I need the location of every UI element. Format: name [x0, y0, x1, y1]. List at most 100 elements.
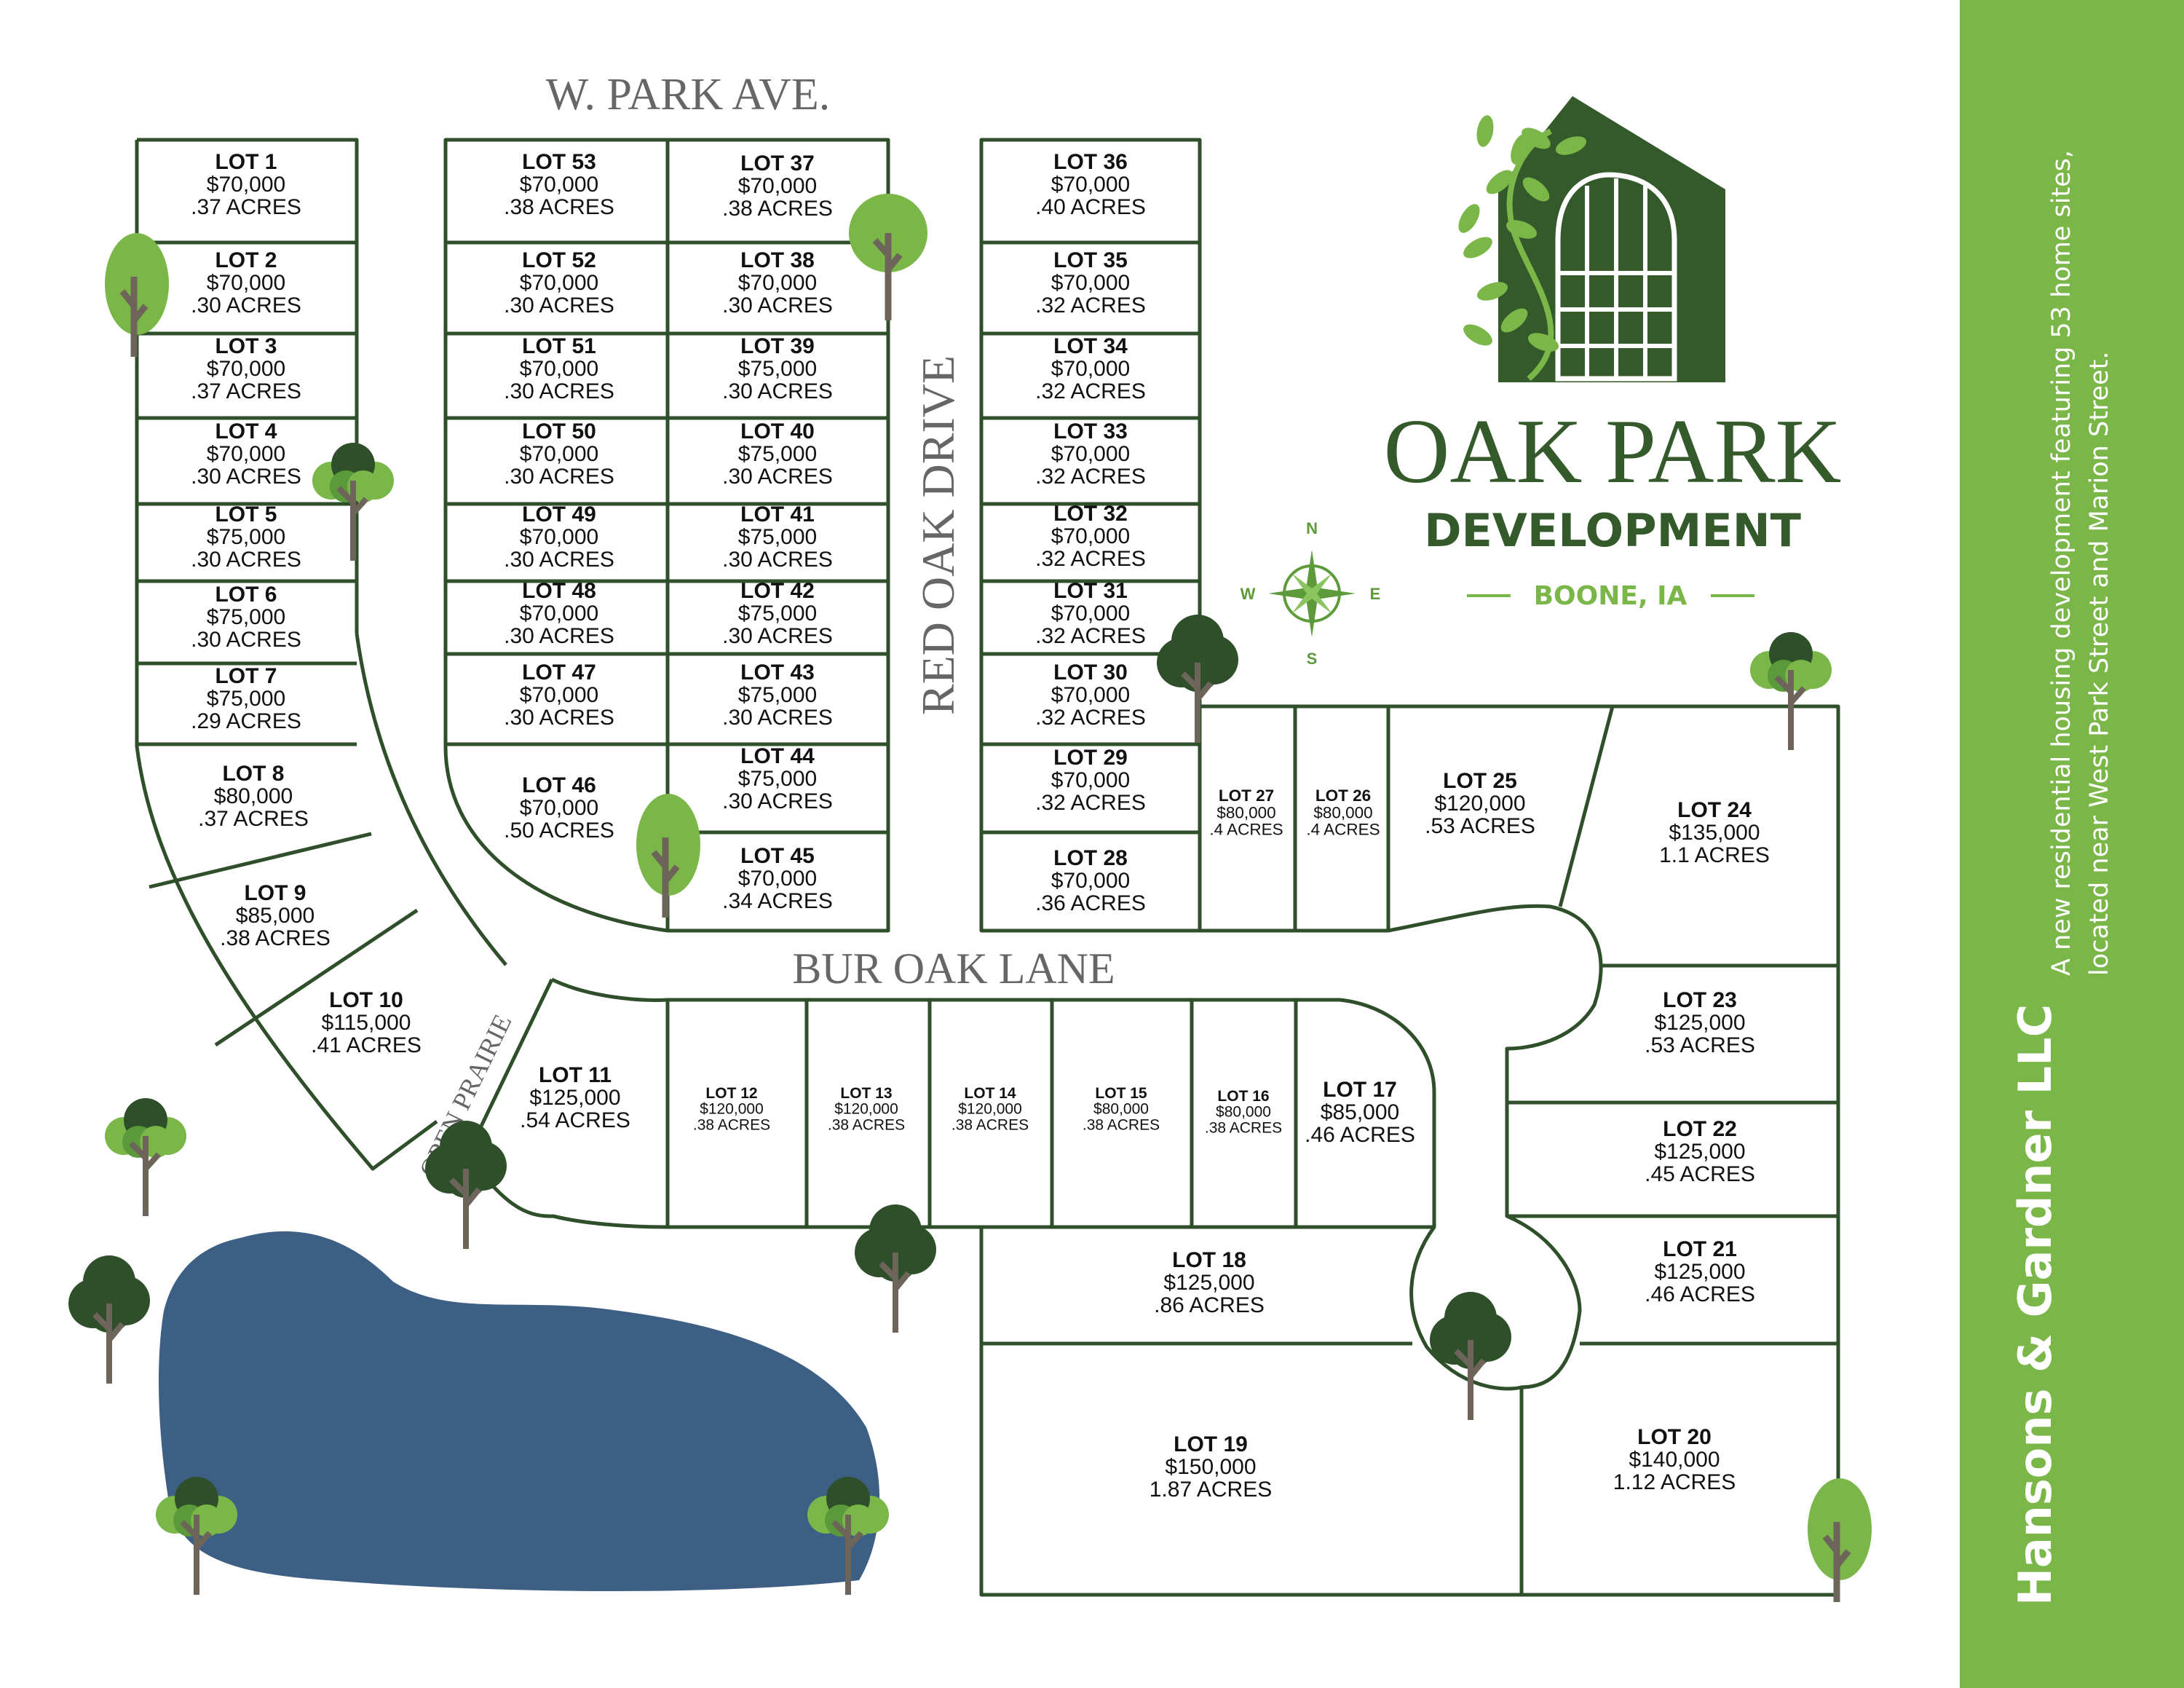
lot-8[interactable]: LOT 8$80,000.37 ACRES [198, 762, 309, 831]
lot-15[interactable]: LOT 15$80,000.38 ACRES [1083, 1085, 1160, 1133]
lot-43[interactable]: LOT 43$75,000.30 ACRES [722, 660, 833, 730]
lot-9[interactable]: LOT 9$85,000.38 ACRES [220, 881, 331, 950]
lot-39[interactable]: LOT 39$75,000.30 ACRES [722, 334, 833, 403]
tree-icon [105, 233, 169, 357]
lot-acres: .30 ACRES [722, 624, 833, 648]
lot-price: $70,000 [738, 174, 817, 198]
lot-price: $150,000 [1165, 1455, 1256, 1479]
lot-price: $80,000 [1216, 1104, 1271, 1121]
lot-52[interactable]: LOT 52$70,000.30 ACRES [504, 248, 614, 318]
lot-46[interactable]: LOT 46$70,000.50 ACRES [504, 773, 614, 843]
lot-13[interactable]: LOT 13$120,000.38 ACRES [828, 1085, 905, 1133]
lot-price: $120,000 [958, 1101, 1022, 1118]
lot-price: $75,000 [738, 767, 817, 791]
lot-6[interactable]: LOT 6$75,000.30 ACRES [191, 583, 301, 652]
lot-33[interactable]: LOT 33$70,000.32 ACRES [1035, 419, 1146, 489]
lot-30[interactable]: LOT 30$70,000.32 ACRES [1035, 660, 1146, 730]
logo-subtitle: DEVELOPMENT [1424, 504, 1801, 557]
lot-name: LOT 8 [222, 762, 284, 786]
lot-31[interactable]: LOT 31$70,000.32 ACRES [1035, 579, 1146, 648]
lot-name: LOT 18 [1172, 1248, 1246, 1272]
lot-acres: .46 ACRES [1645, 1282, 1755, 1306]
lot-7[interactable]: LOT 7$75,000.29 ACRES [191, 664, 301, 733]
lot-37[interactable]: LOT 37$70,000.38 ACRES [722, 151, 833, 221]
lot-25[interactable]: LOT 25$120,000.53 ACRES [1425, 769, 1535, 838]
lot-5[interactable]: LOT 5$75,000.30 ACRES [191, 502, 301, 572]
lot-49[interactable]: LOT 49$70,000.30 ACRES [504, 502, 614, 572]
lot-name: LOT 25 [1443, 769, 1517, 793]
lot-44[interactable]: LOT 44$75,000.30 ACRES [722, 744, 833, 813]
lot-acres: 1.1 ACRES [1659, 843, 1770, 867]
lot-28[interactable]: LOT 28$70,000.36 ACRES [1035, 846, 1146, 915]
lot-price: $70,000 [207, 357, 285, 381]
lot-29[interactable]: LOT 29$70,000.32 ACRES [1035, 746, 1146, 815]
lot-40[interactable]: LOT 40$75,000.30 ACRES [722, 419, 833, 489]
lot-34[interactable]: LOT 34$70,000.32 ACRES [1035, 334, 1146, 403]
lot-price: $80,000 [1313, 803, 1372, 821]
lot-21[interactable]: LOT 21$125,000.46 ACRES [1645, 1237, 1755, 1306]
tree-icon [1750, 632, 1832, 750]
tree-icon [849, 194, 927, 320]
lot-18[interactable]: LOT 18$125,000.86 ACRES [1154, 1248, 1265, 1317]
lot-14[interactable]: LOT 14$120,000.38 ACRES [951, 1085, 1029, 1133]
lot-42[interactable]: LOT 42$75,000.30 ACRES [722, 579, 833, 648]
lot-name: LOT 16 [1217, 1088, 1269, 1105]
lot-acres: .30 ACRES [191, 628, 301, 652]
lot-2[interactable]: LOT 2$70,000.30 ACRES [191, 248, 301, 318]
lot-3[interactable]: LOT 3$70,000.37 ACRES [191, 334, 301, 403]
lot-acres: .30 ACRES [191, 293, 301, 318]
sidebar [1960, 0, 2184, 1688]
lot-name: LOT 7 [215, 664, 277, 688]
lot-price: $70,000 [520, 525, 598, 549]
lot-acres: .38 ACRES [951, 1116, 1029, 1133]
lot-price: $70,000 [520, 271, 598, 295]
lot-27[interactable]: LOT 27$80,000.4 ACRES [1209, 786, 1283, 839]
lot-48[interactable]: LOT 48$70,000.30 ACRES [504, 579, 614, 648]
lot-name: LOT 2 [215, 248, 277, 272]
lot-price: $75,000 [207, 525, 285, 549]
lot-1[interactable]: LOT 1$70,000.37 ACRES [191, 150, 301, 219]
tree-icon [312, 443, 394, 561]
compass-s: S [1307, 650, 1318, 668]
lot-16[interactable]: LOT 16$80,000.38 ACRES [1205, 1088, 1282, 1136]
lot-acres: .37 ACRES [191, 379, 301, 403]
lot-name: LOT 34 [1053, 334, 1128, 358]
tree-icon [425, 1121, 507, 1249]
lot-17[interactable]: LOT 17$85,000.46 ACRES [1305, 1078, 1415, 1147]
lot-acres: .30 ACRES [504, 465, 614, 489]
lot-36[interactable]: LOT 36$70,000.40 ACRES [1035, 150, 1146, 219]
lot-12[interactable]: LOT 12$120,000.38 ACRES [693, 1085, 770, 1133]
lot-11[interactable]: LOT 11$125,000.54 ACRES [520, 1063, 630, 1132]
lot-22[interactable]: LOT 22$125,000.45 ACRES [1645, 1117, 1755, 1186]
lot-acres: .41 ACRES [311, 1033, 422, 1057]
lot-50[interactable]: LOT 50$70,000.30 ACRES [504, 419, 614, 489]
lot-35[interactable]: LOT 35$70,000.32 ACRES [1035, 248, 1146, 318]
lot-price: $70,000 [1051, 683, 1130, 707]
lot-38[interactable]: LOT 38$70,000.30 ACRES [722, 248, 833, 318]
lot-name: LOT 6 [215, 583, 277, 607]
lot-price: $70,000 [1051, 173, 1130, 197]
lot-name: LOT 11 [539, 1063, 612, 1087]
lot-acres: .30 ACRES [722, 789, 833, 813]
lot-26[interactable]: LOT 26$80,000.4 ACRES [1306, 786, 1380, 839]
leaf-icon [1500, 308, 1528, 333]
lot-name: LOT 38 [740, 248, 815, 272]
lot-name: LOT 39 [740, 334, 815, 358]
lot-4[interactable]: LOT 4$70,000.30 ACRES [191, 419, 301, 489]
lot-name: LOT 24 [1677, 798, 1752, 822]
lot-acres: .32 ACRES [1035, 706, 1146, 730]
lot-name: LOT 17 [1323, 1078, 1397, 1102]
lot-45[interactable]: LOT 45$70,000.34 ACRES [722, 844, 833, 913]
lot-53[interactable]: LOT 53$70,000.38 ACRES [504, 150, 614, 219]
lot-47[interactable]: LOT 47$70,000.30 ACRES [504, 660, 614, 730]
lot-10[interactable]: LOT 10$115,000.41 ACRES [311, 988, 422, 1057]
lot-acres: .53 ACRES [1425, 814, 1535, 838]
lot-23[interactable]: LOT 23$125,000.53 ACRES [1645, 988, 1755, 1057]
lot-price: $70,000 [1051, 768, 1130, 792]
lot-51[interactable]: LOT 51$70,000.30 ACRES [504, 334, 614, 403]
lot-41[interactable]: LOT 41$75,000.30 ACRES [722, 502, 833, 572]
lot-32[interactable]: LOT 32$70,000.32 ACRES [1035, 502, 1146, 571]
